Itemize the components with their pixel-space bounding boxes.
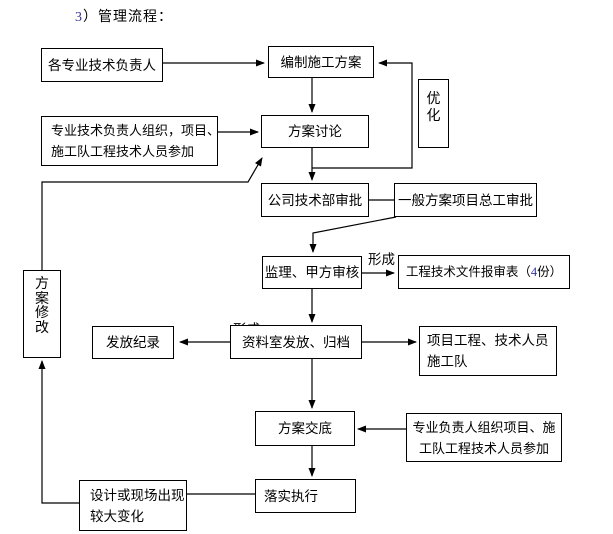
node-plan-revision-label: 方案修改 bbox=[35, 277, 49, 336]
node-major-change: 设计或现场出现 较大变化 bbox=[79, 480, 187, 531]
node-company-tech-approval-label: 公司技术部审批 bbox=[267, 192, 363, 208]
connector-change-revision bbox=[38, 360, 79, 504]
form-label: 形成 bbox=[368, 248, 395, 268]
node-prepare-plan: 编制施工方案 bbox=[268, 46, 374, 78]
connector-chief-supervisor bbox=[309, 216, 397, 253]
node-supervisor-owner-review-label: 监理、甲方审核 bbox=[264, 265, 360, 280]
node-plan-disclosure: 方案交底 bbox=[255, 411, 355, 446]
node-report-form-prefix: 工程技术文件报审表（ bbox=[405, 264, 531, 279]
node-company-tech-approval: 公司技术部审批 bbox=[261, 183, 369, 217]
title-number: 3 bbox=[75, 10, 83, 25]
node-organize-disclosure: 专业负责人组织项目、施 工队工程技术人员参加 bbox=[406, 413, 562, 462]
node-project-staff: 项目工程、技术人员 施工队 bbox=[419, 326, 557, 376]
node-general-chief-approval: 一般方案项目总工审批 bbox=[394, 183, 537, 217]
node-plan-revision: 方案修改 bbox=[23, 270, 61, 358]
node-archive-room-label: 资料室发放、归档 bbox=[242, 334, 350, 350]
node-implement-label: 落实执行 bbox=[264, 488, 318, 504]
node-specialists: 各专业技术负责人 bbox=[41, 48, 163, 82]
node-project-staff-line1: 项目工程、技术人员 bbox=[427, 333, 549, 348]
node-report-form: 工程技术文件报审表（4 份） bbox=[398, 255, 570, 289]
node-major-change-line1: 设计或现场出现 bbox=[90, 487, 185, 503]
node-report-form-suffix: 份） bbox=[537, 264, 563, 279]
node-optimize: 优化 bbox=[418, 79, 449, 148]
node-organize-disclosure-line1: 专业负责人组织项目、施 bbox=[412, 419, 556, 435]
node-specialists-label: 各专业技术负责人 bbox=[48, 57, 156, 73]
node-optimize-label: 优化 bbox=[426, 92, 441, 124]
node-archive-room: 资料室发放、归档 bbox=[230, 325, 362, 359]
node-implement: 落实执行 bbox=[255, 479, 356, 513]
form-label-text: 形成 bbox=[368, 252, 395, 267]
node-prepare-plan-label: 编制施工方案 bbox=[280, 54, 362, 70]
form-label-hidden: 形成 bbox=[233, 322, 260, 325]
page-title: 3）管理流程： bbox=[75, 6, 173, 26]
node-organize-disclosure-line2: 工队工程技术人员参加 bbox=[418, 440, 549, 456]
node-distribution-record: 发放纪录 bbox=[92, 326, 174, 359]
node-plan-disclosure-label: 方案交底 bbox=[278, 421, 332, 436]
connector-revision-discussion bbox=[41, 157, 263, 270]
node-supervisor-owner-review: 监理、甲方审核 bbox=[262, 256, 362, 289]
node-plan-discussion: 方案讨论 bbox=[261, 115, 369, 148]
node-major-change-line2: 较大变化 bbox=[90, 508, 144, 524]
node-organize-discussion-line1: 专业技术负责人组织，项目、 bbox=[51, 123, 221, 138]
node-plan-discussion-label: 方案讨论 bbox=[288, 124, 342, 139]
node-organize-discussion: 专业技术负责人组织，项目、 施工队工程技术人员参加 bbox=[41, 116, 221, 166]
node-distribution-record-label: 发放纪录 bbox=[106, 335, 160, 350]
form-label-hidden-clip: 形成 bbox=[233, 318, 267, 325]
node-report-form-number: 4 bbox=[530, 264, 538, 279]
node-organize-discussion-line2: 施工队工程技术人员参加 bbox=[51, 144, 195, 159]
node-project-staff-line2: 施工队 bbox=[427, 354, 468, 369]
title-text: ）管理流程： bbox=[83, 10, 173, 25]
node-general-chief-approval-label: 一般方案项目总工审批 bbox=[398, 192, 533, 208]
